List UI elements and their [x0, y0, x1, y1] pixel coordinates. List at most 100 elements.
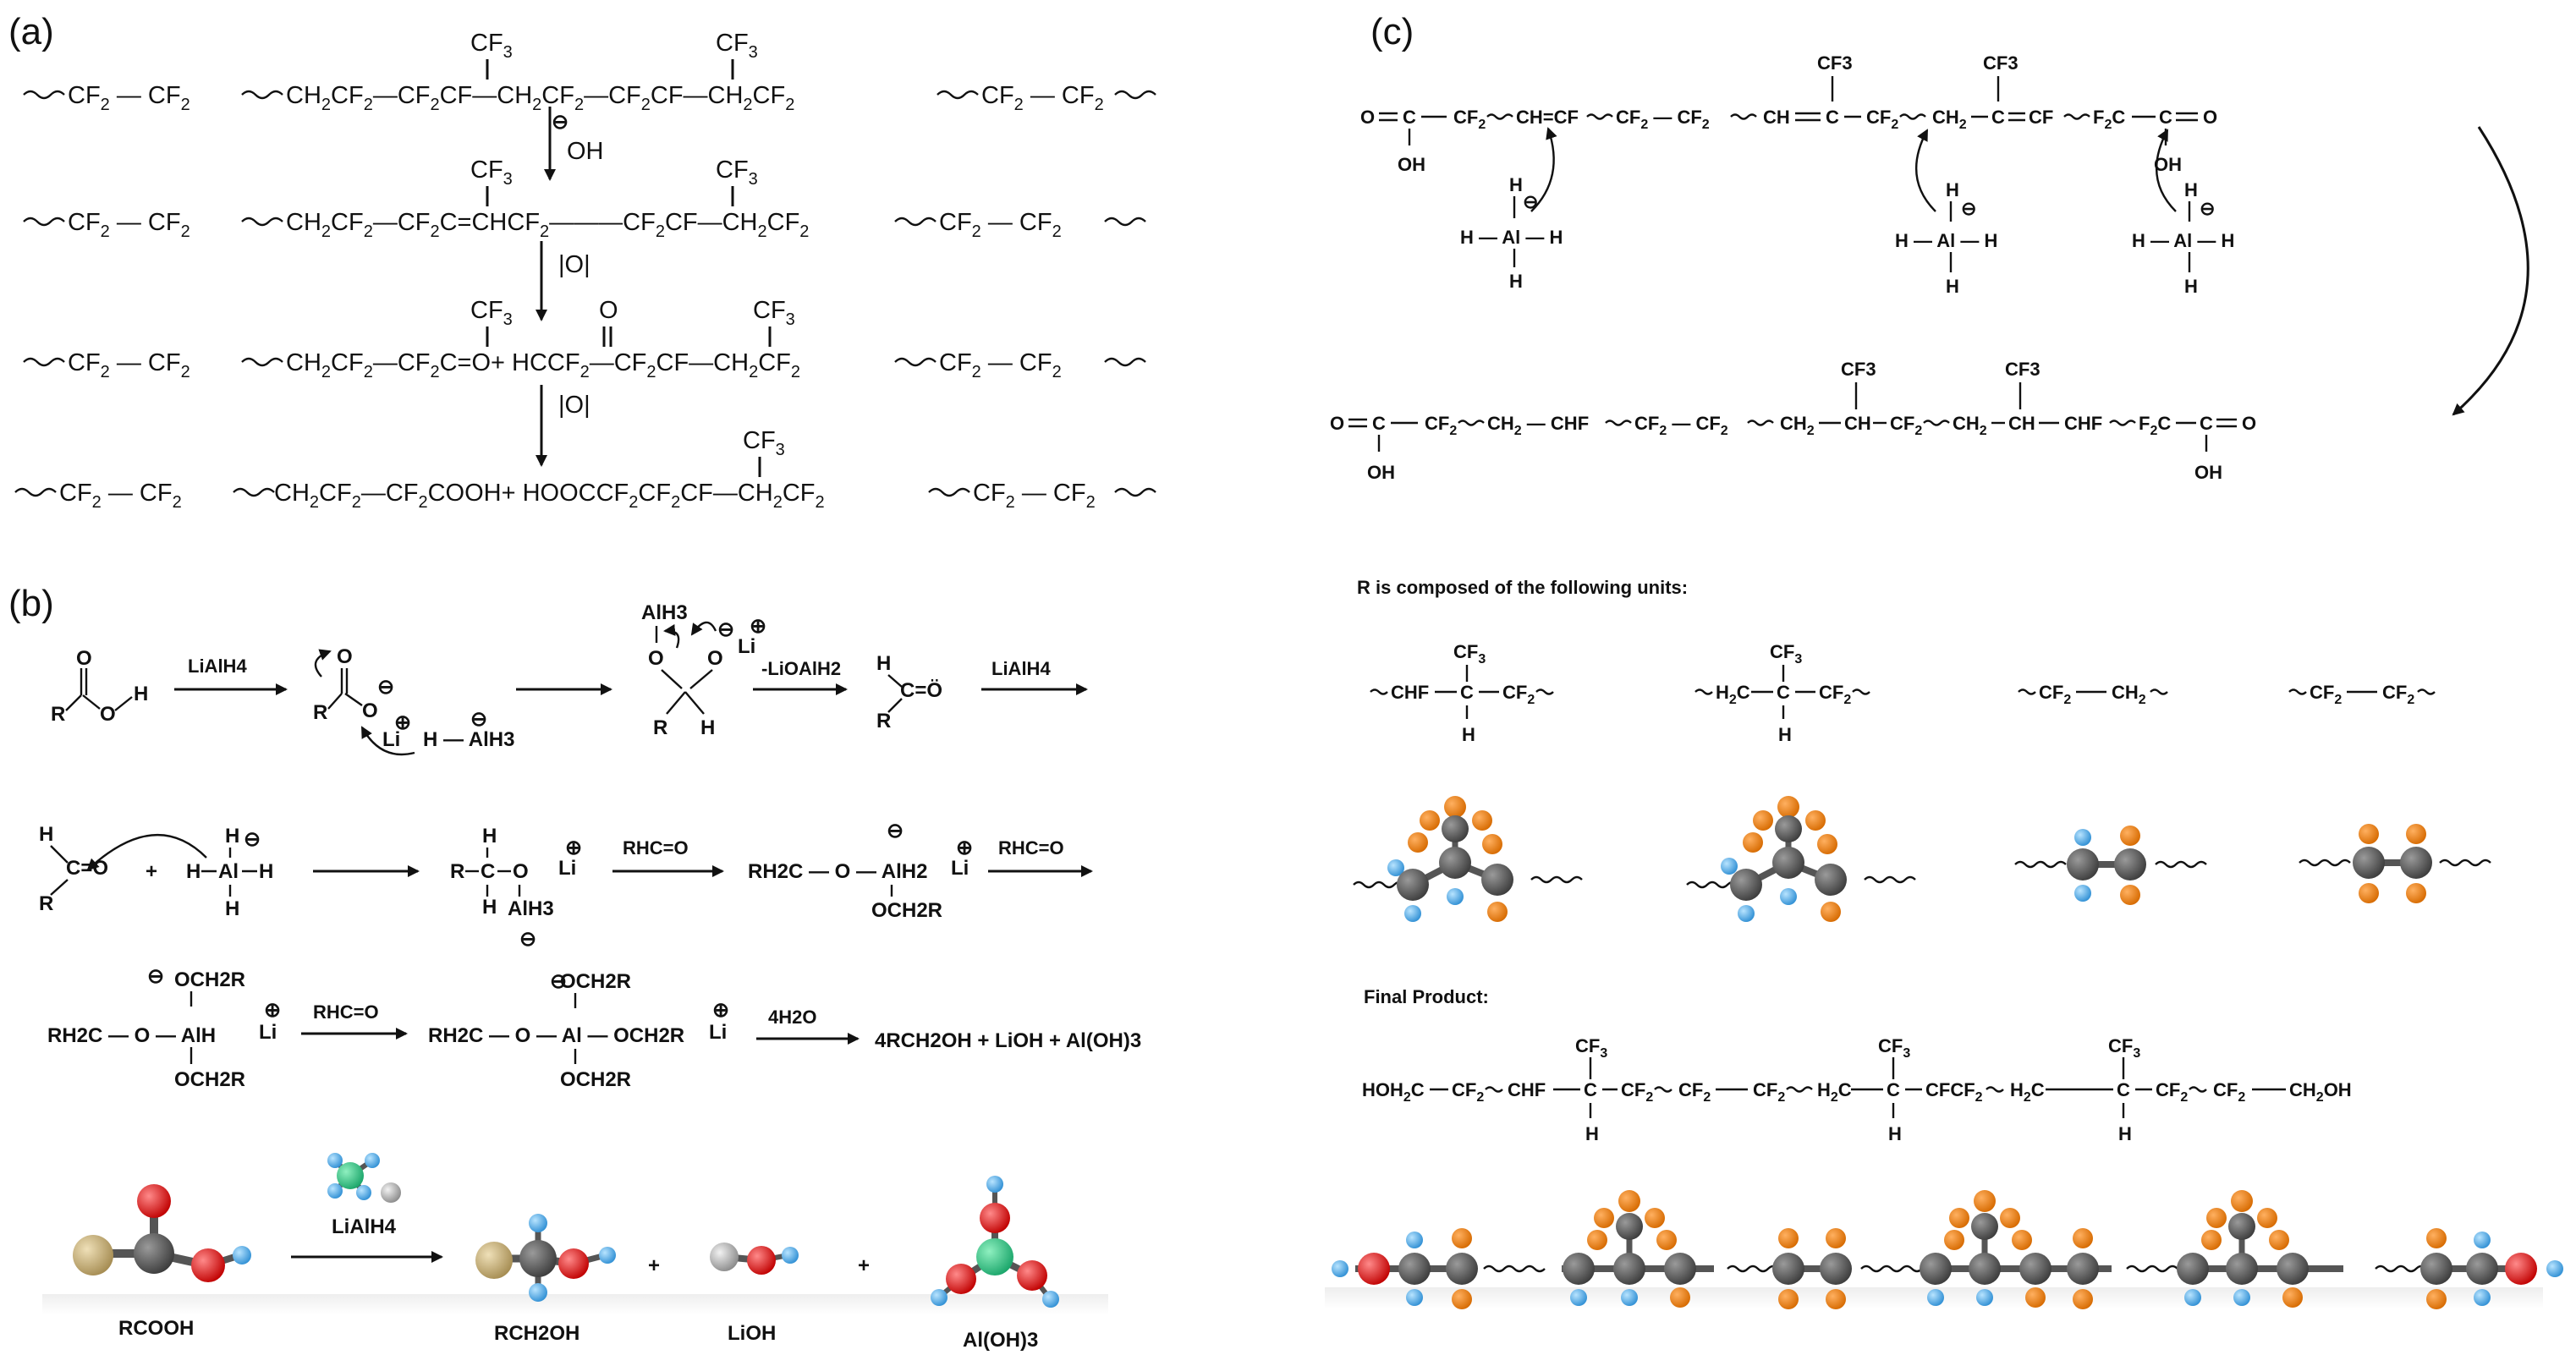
panel-b-water: 4H2O	[768, 1007, 816, 1028]
svg-text:R: R	[313, 701, 327, 724]
svg-text:H: H	[225, 825, 239, 848]
svg-text:CF2: CF2	[1621, 1079, 1653, 1105]
panel-b-li-1: Li	[382, 728, 400, 751]
panel-b-och2r-1: OCH2R	[871, 899, 942, 922]
panel-c-bottom-chain: O C OH CF2 CH2 — CHF CF2 — CF2 CH2 CH CF…	[1330, 359, 2256, 483]
svg-text:CH2 — CHF: CH2 — CHF	[1487, 413, 1589, 438]
panel-a: (a) CF2 — CF2 CH2CF2—CF2CF—CH2CF2—CF2CF—…	[8, 11, 1156, 512]
panel-a-oxidant-1: |O|	[558, 251, 590, 278]
panel-b-model-row: RCOOH LiAlH4	[42, 1153, 1108, 1352]
svg-text:C: C	[1826, 107, 1839, 128]
svg-text:CF2: CF2	[2039, 682, 2071, 707]
svg-text:O: O	[1360, 107, 1375, 128]
svg-text:H: H	[1585, 1123, 1599, 1144]
model-lioh-label: LiOH	[728, 1322, 776, 1345]
panel-b-rhco-2: RHC=O	[998, 837, 1064, 859]
svg-text:C: C	[2159, 107, 2172, 128]
svg-text:CH2OH: CH2OH	[2289, 1079, 2352, 1105]
svg-text:⊖: ⊖	[244, 828, 261, 851]
model-lialh4-label: LiAlH4	[332, 1215, 397, 1238]
panel-c-cf3-4: CF3	[2005, 359, 2040, 380]
svg-text:⊕: ⊕	[565, 837, 582, 859]
svg-text:O: O	[2242, 413, 2256, 434]
panel-c: (c) O C OH CF2 CH=CF CF2 — CF2 CH C CF3 …	[1325, 11, 2563, 1309]
panel-b-row-3: ⊖ OCH2R RH2C — O — AlH OCH2R ⊕ Li RHC=O …	[47, 965, 1141, 1091]
svg-text:CF2: CF2	[2156, 1079, 2188, 1105]
svg-text:CF2 — CF2: CF2 — CF2	[59, 480, 182, 512]
svg-text:HOH2C: HOH2C	[1362, 1079, 1425, 1105]
svg-text:CF3: CF3	[716, 156, 758, 189]
svg-text:CF3: CF3	[470, 297, 513, 329]
svg-text:CF2: CF2	[1819, 682, 1851, 707]
svg-text:H: H	[39, 823, 53, 846]
panel-c-label: (c)	[1370, 11, 1414, 52]
model-aloh3-label: Al(OH)3	[963, 1329, 1038, 1352]
panel-b-li-5: Li	[259, 1021, 277, 1044]
svg-text:CF2 — CF2: CF2 — CF2	[1634, 413, 1728, 438]
panel-b-elimination: -LiOAlH2	[761, 658, 841, 679]
panel-b-rhco-3: RHC=O	[313, 1001, 379, 1023]
svg-text:CF2 — CF2: CF2 — CF2	[981, 82, 1104, 114]
svg-text:C=O: C=O	[66, 857, 108, 880]
svg-text:CH2CF2—CF2C=CHCF2———CF2CF—CH2C: CH2CF2—CF2C=CHCF2———CF2CF—CH2CF2	[286, 209, 809, 241]
svg-text:O: O	[76, 647, 92, 670]
panel-c-final-model	[1325, 1190, 2563, 1309]
unit-model-4	[2299, 824, 2491, 903]
svg-text:CHF: CHF	[2064, 413, 2102, 434]
panel-a-hydroxide: OH	[567, 138, 604, 165]
model-aloh3: Al(OH)3	[931, 1176, 1059, 1352]
panel-b-aluminate: RH2C — O — Al — OCH2R	[428, 1024, 684, 1047]
panel-b-alkoxide: RH2C — O — AlH2	[748, 860, 927, 883]
svg-text:H: H	[1778, 724, 1792, 745]
svg-text:CH: CH	[1763, 107, 1790, 128]
svg-text:O: O	[2203, 107, 2217, 128]
panel-c-unit-3: CF2 CH2	[2018, 682, 2168, 707]
svg-text:CF3: CF3	[743, 427, 785, 459]
svg-text:R: R	[653, 716, 667, 739]
svg-text:CF2: CF2	[1452, 1079, 1484, 1105]
panel-c-final-heading: Final Product:	[1364, 986, 1489, 1007]
svg-text:CHF: CHF	[1391, 682, 1429, 703]
svg-text:R: R	[876, 710, 891, 732]
svg-text:⊖: ⊖	[887, 820, 904, 842]
model-rcooh: RCOOH	[73, 1184, 251, 1340]
panel-b-alkoxide-2: RH2C — O — AlH	[47, 1024, 216, 1047]
panel-c-hydride-1: H ⊖ H — Al — H H	[1460, 127, 1563, 292]
svg-text:CF2 — CF2: CF2 — CF2	[939, 349, 1062, 381]
svg-text:H2C: H2C	[1817, 1079, 1852, 1105]
svg-text:CHF: CHF	[1508, 1079, 1546, 1100]
panel-c-final-chain: HOH2C CF2 CHF C CF3 H CF2 CF2 CF2 H2C C …	[1362, 1035, 2352, 1144]
svg-text:H: H	[1946, 276, 1959, 297]
svg-text:CH2CF2—CF2COOH+ HOOCCF2CF2CF—: CH2CF2—CF2COOH+ HOOCCF2CF2CF—CH2CF2	[274, 480, 825, 512]
panel-c-unit-4: CF2 CF2	[2288, 682, 2436, 707]
svg-text:CH2CF2—CF2C=O+ HCCF2—CF2CF—CH: CH2CF2—CF2C=O+ HCCF2—CF2CF—CH2CF2	[286, 349, 800, 381]
panel-c-hydride-1-text: H — Al — H	[1460, 227, 1563, 248]
svg-text:CF3: CF3	[470, 156, 513, 189]
svg-text:CF2 — CF2: CF2 — CF2	[1616, 107, 1710, 132]
panel-c-oh-left: OH	[1398, 154, 1425, 175]
panel-c-hydride-3: H ⊖ H — Al — H H	[2132, 129, 2234, 297]
panel-c-units-heading: R is composed of the following units:	[1357, 577, 1688, 598]
svg-text:CF3: CF3	[1453, 641, 1486, 667]
panel-c-hydride-2-text: H — Al — H	[1895, 230, 1997, 251]
svg-text:⊖: ⊖	[377, 676, 394, 699]
panel-b-row-2: H C=O R + H Al H H ⊖ H R C O H	[39, 820, 1093, 951]
svg-text:C: C	[1777, 682, 1790, 703]
svg-text:⊖: ⊖	[550, 970, 567, 993]
svg-text:C: C	[1460, 682, 1474, 703]
svg-text:Al: Al	[218, 860, 239, 883]
svg-text:CF3: CF3	[716, 30, 758, 62]
panel-c-cf3-2: CF3	[1983, 52, 2019, 74]
panel-b-row-1: R O O H LiAlH4 R O O ⊖ ⊕ Li H — AlH3 ⊖	[51, 601, 1088, 756]
svg-text:⊖: ⊖	[2200, 198, 2215, 219]
unit-model-2	[1686, 796, 1916, 922]
model-rcooh-label: RCOOH	[118, 1317, 194, 1340]
svg-text:CF2: CF2	[1502, 682, 1535, 707]
svg-text:CF2: CF2	[1890, 413, 1922, 438]
svg-text:H2C: H2C	[2010, 1079, 2045, 1105]
svg-text:CF2 — CF2: CF2 — CF2	[68, 209, 190, 241]
model-plus-2: +	[858, 1254, 870, 1277]
svg-text:CF3: CF3	[1770, 641, 1802, 667]
svg-text:CF2: CF2	[1453, 107, 1486, 132]
